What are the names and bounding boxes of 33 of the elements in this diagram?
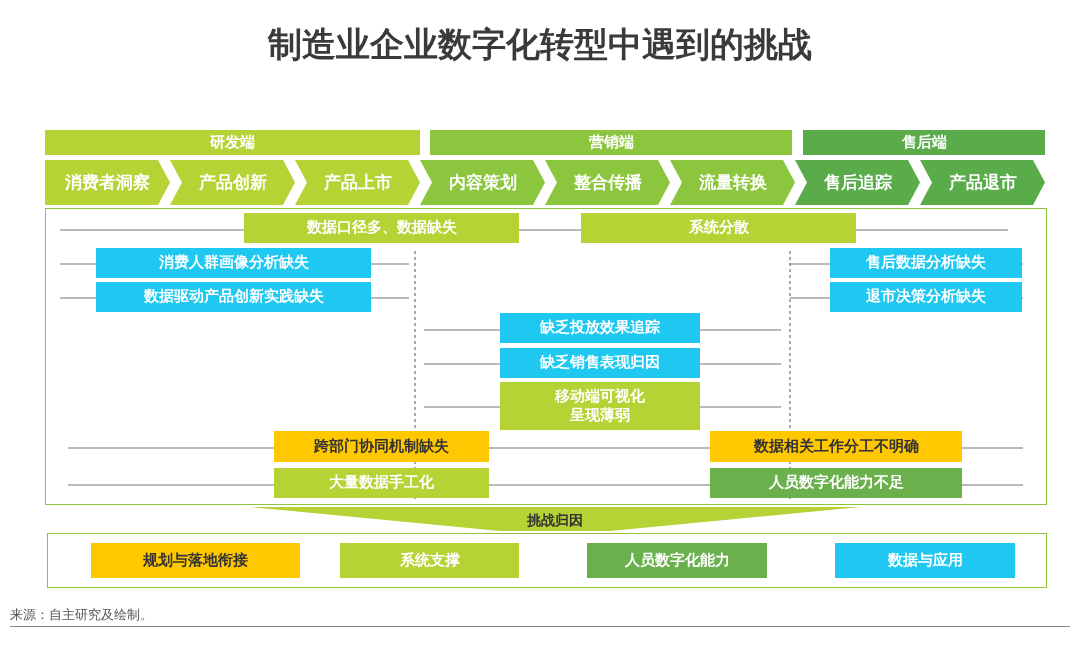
challenge-box: 大量数据手工化 xyxy=(274,468,489,498)
challenge-box: 系统支撑 xyxy=(340,543,519,578)
stage-label: 产品创新 xyxy=(198,171,267,194)
challenge-box: 数据相关工作分工不明确 xyxy=(710,431,962,462)
stage-label: 内容策划 xyxy=(448,171,517,194)
challenge-box: 移动端可视化呈现薄弱 xyxy=(500,382,700,430)
panel-frame xyxy=(47,533,1047,588)
stage-label: 产品上市 xyxy=(323,171,392,194)
challenge-box: 数据驱动产品创新实践缺失 xyxy=(96,282,371,312)
stage-label: 售后追踪 xyxy=(823,171,892,194)
challenge-box: 数据与应用 xyxy=(835,543,1015,578)
challenge-box: 跨部门协同机制缺失 xyxy=(274,431,489,462)
stage-header: 售后端 xyxy=(803,130,1045,155)
stage-header: 研发端 xyxy=(45,130,420,155)
challenge-box: 缺乏销售表现归因 xyxy=(500,348,700,378)
challenge-box: 规划与落地衔接 xyxy=(91,543,300,578)
stage-header: 营销端 xyxy=(430,130,792,155)
challenge-box: 缺乏投放效果追踪 xyxy=(500,313,700,343)
challenge-box: 人员数字化能力不足 xyxy=(710,468,962,498)
stage-label: 产品退市 xyxy=(948,171,1017,194)
challenge-box: 系统分散 xyxy=(581,213,856,243)
panel-frame xyxy=(45,208,1047,505)
stage-label: 流量转换 xyxy=(698,171,767,194)
funnel-label: 挑战归因 xyxy=(527,512,583,530)
source-note: 来源：自主研究及绘制。 xyxy=(10,606,153,624)
challenge-box: 数据口径多、数据缺失 xyxy=(244,213,519,243)
title: 制造业企业数字化转型中遇到的挑战 xyxy=(266,23,813,66)
challenge-box: 人员数字化能力 xyxy=(587,543,767,578)
stage-label: 消费者洞察 xyxy=(65,171,150,194)
challenge-box: 退市决策分析缺失 xyxy=(830,282,1022,312)
challenge-box: 售后数据分析缺失 xyxy=(830,248,1022,278)
challenge-box: 消费人群画像分析缺失 xyxy=(96,248,371,278)
stage-label: 整合传播 xyxy=(573,171,642,194)
